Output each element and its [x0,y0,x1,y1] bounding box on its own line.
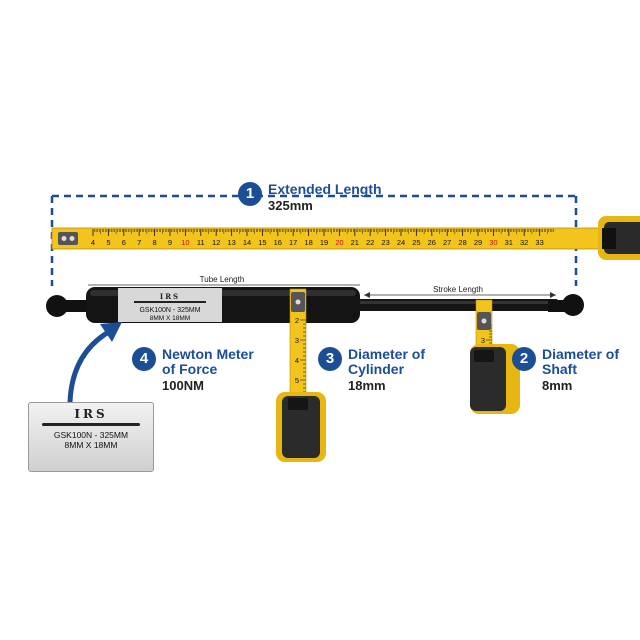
callout-value: 100NM [162,378,204,393]
ruler-number: 16 [274,238,282,247]
cylinder-diameter-callout: 3 Diameter of Cylinder 18mm [318,347,425,394]
label-brand: IRS [74,407,108,421]
label-model: GSK100N - 325MM [53,430,129,440]
ruler-number: 14 [243,238,251,247]
callout-title-line1: Newton Meter [162,346,254,362]
stroke-length-dimension: Stroke Length [364,285,556,298]
callout-value: 325mm [268,198,313,213]
ruler-number: 28 [458,238,466,247]
callout-number-badge: 1 [238,182,262,206]
ruler-number: 9 [168,238,172,247]
ruler-number: 26 [428,238,436,247]
svg-text:GSK100N - 325MM: GSK100N - 325MM [139,307,200,314]
ruler-number: 12 [212,238,220,247]
svg-text:8MM X 18MM: 8MM X 18MM [150,315,190,322]
ruler-number: 6 [122,238,126,247]
cylinder-tape-measure: 2 3 4 5 [276,288,326,462]
ruler-number: 17 [289,238,297,247]
ruler-number: 25 [412,238,420,247]
ruler-number: 21 [351,238,359,247]
callout-value: 18mm [348,378,386,393]
product-label-closeup: IRS GSK100N - 325MM 8MM X 18MM [28,402,154,472]
tape-number: 3 [295,336,299,345]
gas-spring: IRS GSK100N - 325MM 8MM X 18MM [46,287,584,323]
newton-force-callout: 4 Newton Meter of Force 100NM [132,347,254,394]
tape-number: 3 [481,336,485,345]
ruler-number: 8 [153,238,157,247]
callout-title-line2: of Force [162,361,218,377]
ruler-number: 4 [91,238,95,247]
svg-text:IRS: IRS [160,292,180,301]
tube-printed-label [118,288,222,322]
ruler-number: 18 [304,238,312,247]
tube-length-label: Tube Length [200,275,245,284]
callout-title-line2: Shaft [542,361,577,377]
ruler-number: 22 [366,238,374,247]
tube-length-dimension: Tube Length [88,275,360,286]
ruler-number: 15 [258,238,266,247]
ruler-number: 30 [489,238,497,247]
ruler-number: 19 [320,238,328,247]
ruler-number: 31 [505,238,513,247]
ruler-number: 13 [227,238,235,247]
shaft-tape-measure: 23 [470,299,520,414]
ruler-number: 23 [381,238,389,247]
callout-number-badge: 3 [318,347,342,371]
ruler-number: 29 [474,238,482,247]
measuring-tape-horizontal: 4 5 6 7 8 9 10 11 12 13 14 15 16 17 18 19 20 21 22 23 24 25 26… [51,216,640,260]
ruler-number: 32 [520,238,528,247]
shaft-diameter-callout: 2 Diameter of Shaft 8mm [512,347,619,394]
piston-shaft [358,299,558,311]
ruler-number: 33 [535,238,543,247]
ruler-number: 10 [181,238,189,247]
label-dimensions: 8MM X 18MM [64,440,118,450]
stroke-length-label: Stroke Length [433,285,483,294]
ruler-number: 7 [137,238,141,247]
callout-number-badge: 2 [512,347,536,371]
tape-number: 2 [295,316,299,325]
ruler-number: 20 [335,238,343,247]
callout-number-badge: 4 [132,347,156,371]
tape-number: 4 [295,356,299,365]
callout-title-line2: Cylinder [348,361,405,377]
callout-title-line1: Diameter of [348,346,426,362]
ruler-number: 24 [397,238,405,247]
curved-arrow-icon [67,322,122,405]
extended-length-callout: 1 Extended Length 325mm [238,182,382,214]
ruler-number: 27 [443,238,451,247]
callout-title-line1: Diameter of [542,346,620,362]
right-ball-end [562,294,584,316]
ruler-number: 11 [197,238,205,247]
extended-length-bracket [50,194,578,286]
ruler-number: 5 [106,238,110,247]
callout-title: Extended Length [268,181,382,197]
callout-value: 8mm [542,378,573,393]
tape-hook-icon [58,232,78,245]
tape-number: 5 [295,376,299,385]
label-divider [42,423,140,426]
